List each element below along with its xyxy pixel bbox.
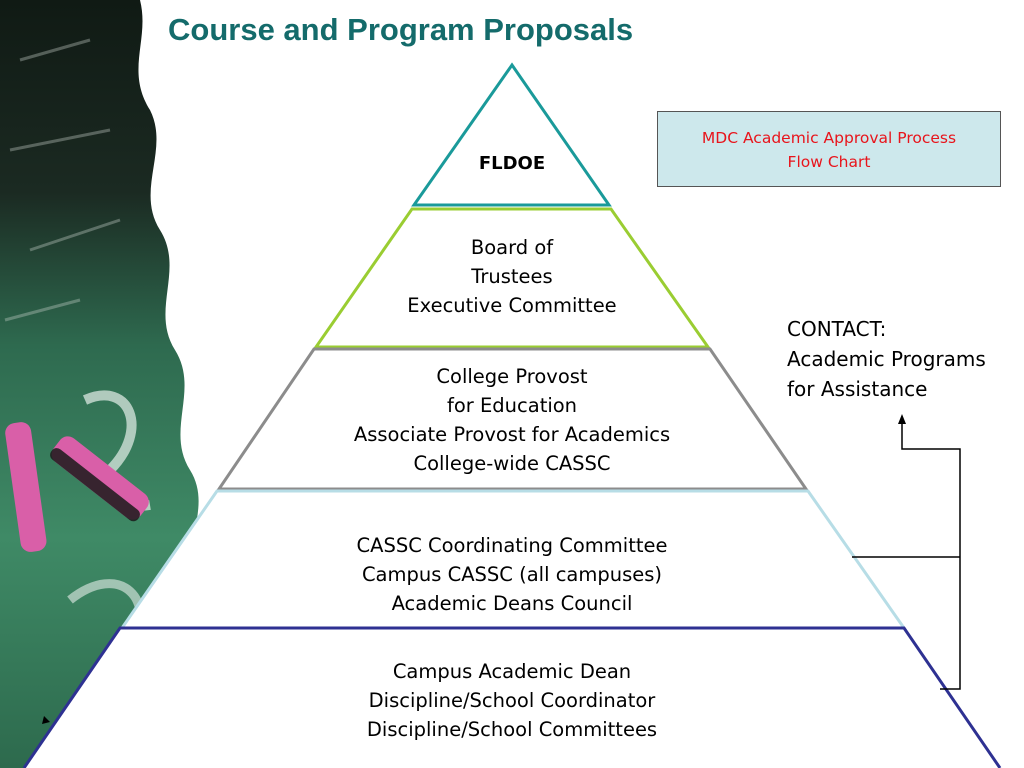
pyramid-level-fldoe-shape [411,62,612,207]
level-board-line: Board of [470,236,554,259]
level-cassc-line: Academic Deans Council [391,592,633,615]
cursor-icon [42,716,50,724]
pyramid-level-provost-shape [216,347,809,491]
chart-label-line1: MDC Academic Approval Process [701,129,957,147]
level-provost-line: Associate Provost for Academics [353,423,671,446]
level-campus-line: Discipline/School Coordinator [368,689,656,712]
level-board-text: Board of Trustees Executive Committee [407,233,616,320]
level-provost-line: for Education [446,394,578,417]
level-campus-text: Campus Academic Dean Discipline/School C… [367,657,657,744]
pyramid-level-campus-shape [22,626,1002,768]
level-provost-line: College-wide CASSC [413,452,611,475]
level-campus-line: Discipline/School Committees [366,718,658,741]
level-board-line: Trustees [471,265,553,288]
slide-title: Course and Program Proposals [168,12,634,47]
chalk-stick-icon [5,422,47,552]
contact-line: Academic Programs [787,347,986,371]
level-board-line: Executive Committee [407,294,617,317]
level-fldoe-line: FLDOE [478,153,546,174]
pyramid-level-board-shape [313,207,711,349]
level-provost-text: College Provost for Education Associate … [354,362,670,478]
level-provost-line: College Provost [436,365,588,388]
level-cassc-line: CASSC Coordinating Committee [356,534,668,557]
level-campus-line: Campus Academic Dean [392,660,632,683]
contact-note: CONTACT: Academic Programs for Assistanc… [787,314,986,404]
arrow-up-icon [898,414,906,424]
contact-line: CONTACT: [787,317,887,341]
level-cassc-text: CASSC Coordinating Committee Campus CASS… [356,531,667,618]
chart-label-box: MDC Academic Approval Process Flow Chart [657,111,1001,187]
chart-label-line2: Flow Chart [787,153,871,171]
level-fldoe-text: FLDOE [479,149,545,178]
level-cassc-line: Campus CASSC (all campuses) [361,563,663,586]
contact-line: for Assistance [787,377,928,401]
